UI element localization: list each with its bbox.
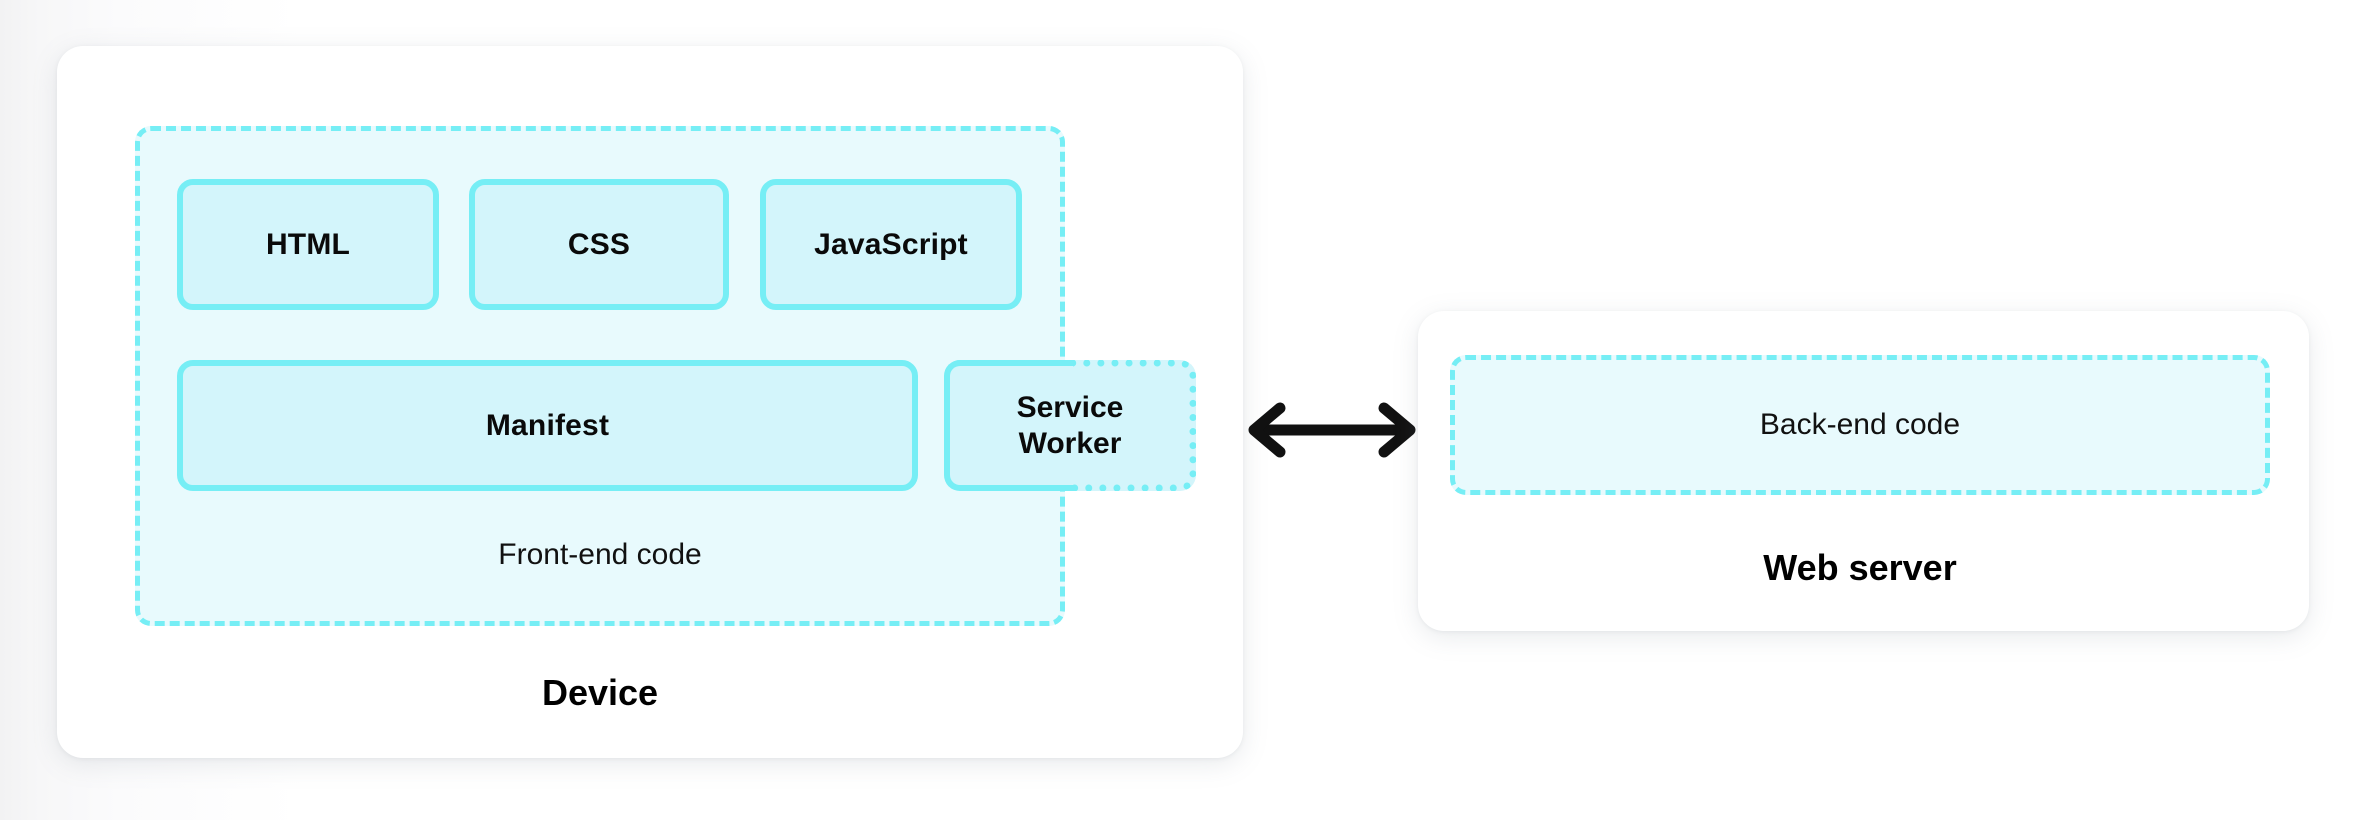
frontend-code-caption: Front-end code [498,538,702,571]
html-box[interactable]: HTML [177,179,439,310]
service-worker-box[interactable]: Service Worker [944,360,1196,491]
backend-code-region [1450,355,2270,495]
service-worker-label-line1: Service [1016,391,1124,425]
web-server-caption: Web server [1763,547,1957,588]
device-caption: Device [541,672,659,713]
css-box[interactable]: CSS [469,179,729,310]
javascript-box[interactable]: JavaScript [760,179,1022,310]
backend-code-caption: Back-end code [1759,408,1961,441]
service-worker-label: Service Worker [944,360,1196,491]
manifest-box[interactable]: Manifest [177,360,918,491]
service-worker-inner-solid-border [944,360,1073,491]
service-worker-label-line2: Worker [1018,426,1122,460]
bidirectional-arrow-icon [1248,402,1416,458]
